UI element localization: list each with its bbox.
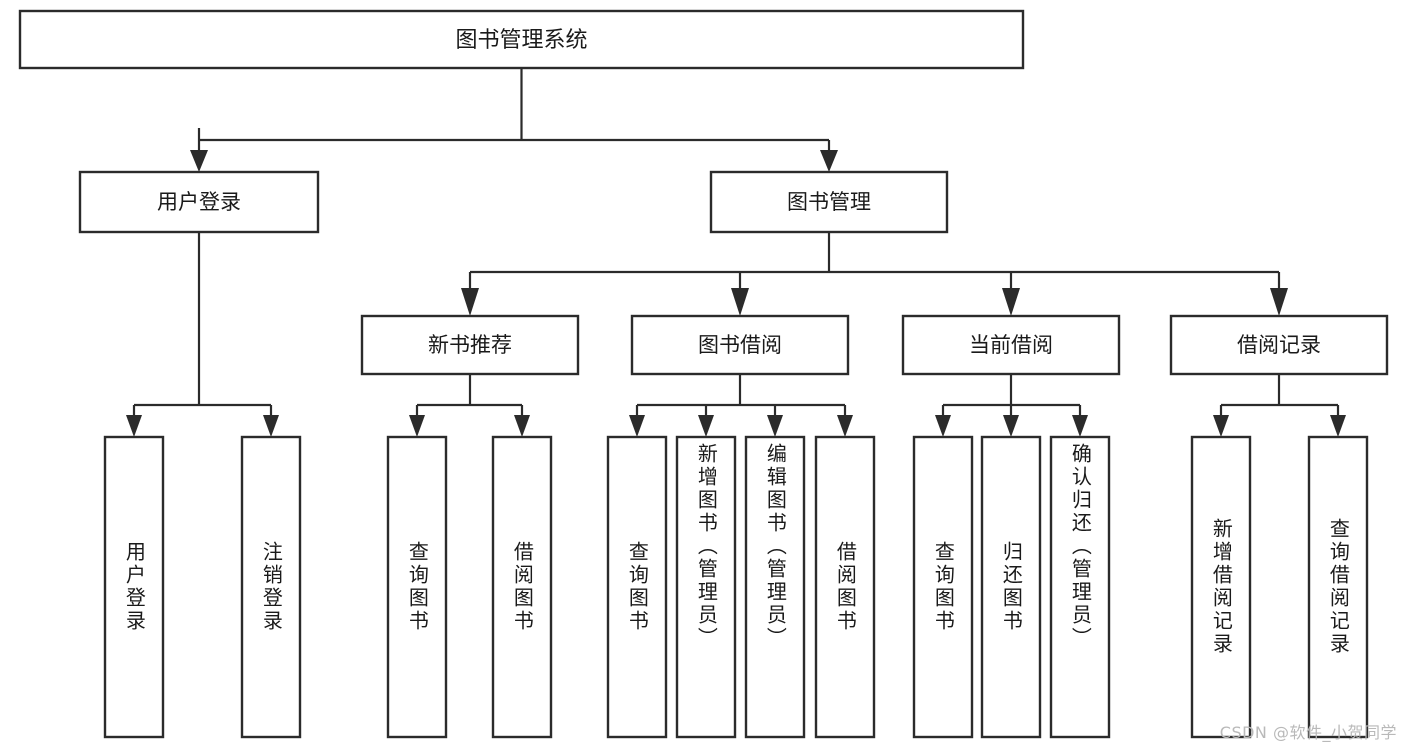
arrow-head-new-book-rec (461, 288, 479, 316)
node-borrow-record-label: 借阅记录 (1237, 333, 1321, 357)
node-new-book-rec[interactable] (360, 314, 580, 376)
arrow-head-leaf-confirm-return (1072, 415, 1088, 437)
arrow-head-book-borrow (731, 288, 749, 316)
arrow-head-book-manage (820, 150, 838, 172)
arrow-head-leaf-add-record (1213, 415, 1229, 437)
node-borrow-record[interactable] (1169, 314, 1389, 376)
connector-group-book-borrow (629, 374, 853, 437)
connector-group-current-borrow (935, 374, 1088, 437)
node-user-login-label: 用户登录 (157, 190, 241, 214)
node-book-borrow-label: 图书借阅 (698, 333, 782, 357)
connector-group-new-book-rec (409, 374, 530, 437)
connector-group-borrow-record (1213, 374, 1346, 437)
node-leaf-user-login[interactable] (103, 435, 165, 739)
arrow-head-borrow-record (1270, 288, 1288, 316)
node-leaf-edit-book[interactable] (744, 435, 806, 739)
connector-group-root (190, 68, 838, 172)
node-leaf-query-book-2[interactable] (606, 435, 668, 739)
arrow-head-leaf-edit-book (767, 415, 783, 437)
node-leaf-return-book[interactable] (980, 435, 1042, 739)
arrow-head-leaf-add-book (698, 415, 714, 437)
arrow-head-user-login (190, 150, 208, 172)
connector-group-user-login (126, 232, 279, 437)
node-root-label: 图书管理系统 (455, 28, 587, 53)
node-leaf-add-book[interactable] (675, 435, 737, 739)
csdn-watermark: CSDN @软件_小贺同学 (1219, 723, 1397, 742)
node-current-borrow[interactable] (901, 314, 1121, 376)
node-current-borrow-label: 当前借阅 (969, 333, 1053, 357)
node-root[interactable] (18, 9, 1025, 70)
arrow-head-leaf-query-book-2 (629, 415, 645, 437)
node-leaf-borrow-book-2[interactable] (814, 435, 876, 739)
arrow-head-leaf-logout-login (263, 415, 279, 437)
arrow-head-leaf-query-book-1 (409, 415, 425, 437)
node-book-manage-label: 图书管理 (787, 190, 871, 214)
node-leaf-add-record[interactable] (1190, 435, 1252, 739)
arrow-head-leaf-query-book-3 (935, 415, 951, 437)
arrow-head-current-borrow (1002, 288, 1020, 316)
arrow-head-leaf-borrow-book-1 (514, 415, 530, 437)
node-leaf-query-book-3[interactable] (912, 435, 974, 739)
arrow-head-leaf-user-login (126, 415, 142, 437)
node-leaf-query-record[interactable] (1307, 435, 1369, 739)
node-user-login[interactable] (78, 170, 320, 234)
connector-group-book-manage (461, 232, 1288, 316)
node-book-manage[interactable] (709, 170, 949, 234)
arrow-head-leaf-query-record (1330, 415, 1346, 437)
node-leaf-borrow-book-1[interactable] (491, 435, 553, 739)
arrow-head-leaf-return-book (1003, 415, 1019, 437)
node-new-book-rec-label: 新书推荐 (428, 333, 512, 357)
node-book-borrow[interactable] (630, 314, 850, 376)
arrow-head-leaf-borrow-book-2 (837, 415, 853, 437)
node-leaf-confirm-return[interactable] (1049, 435, 1111, 739)
node-leaf-logout-login[interactable] (240, 435, 302, 739)
node-leaf-query-book-1[interactable] (386, 435, 448, 739)
